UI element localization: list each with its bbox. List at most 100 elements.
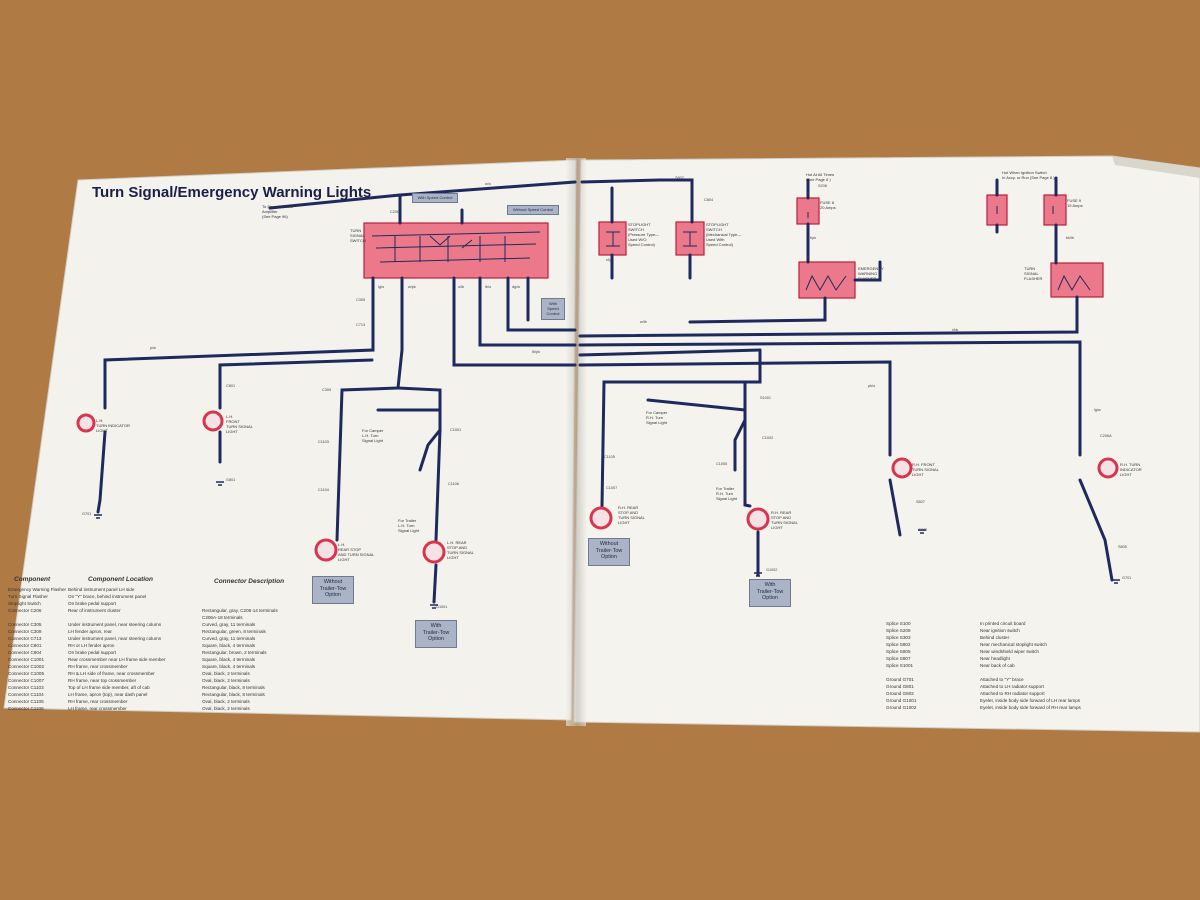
splice-location-cell: Near back of cab (980, 663, 1015, 668)
splice-location-cell: In printed circuit board (980, 621, 1026, 626)
location-cell: RH or LH fender apron (68, 643, 115, 648)
rh-rear-stop-tow-label: R.H. REAR STOP AND TURN SIGNAL LIGHT (771, 510, 798, 530)
component-cell: Connector C801 (8, 643, 42, 648)
splice-name-cell: Ground G1001 (886, 698, 917, 703)
location-header: Component Location (88, 576, 153, 583)
component-cell: Connector C1005 (8, 671, 45, 676)
component-header: Component (14, 576, 51, 583)
option-without-speed-control: Without Speed Control (507, 205, 559, 215)
to-speed-control-label: To Speed Control Amplifier (See Page 96) (262, 204, 293, 219)
rh-rear-stop-label: R.H. REAR STOP AND TURN SIGNAL LIGHT (618, 505, 645, 525)
lh-turn-indicator-label: L.H. TURN INDICATOR LIGHT (96, 418, 130, 433)
wire-label-1: p/w (150, 346, 156, 350)
connector-c1103-label: C1103 (318, 440, 329, 444)
wire-label-2: lg/o (378, 285, 385, 289)
ground-g802-symbol (918, 529, 926, 534)
location-cell: RH frame, rear crossmember (68, 664, 128, 669)
splice-s208-label: S208 (818, 184, 827, 188)
component-cell: Turn Signal Flasher (8, 594, 48, 599)
ground-g1002-label: G1002 (766, 568, 778, 572)
splice-location-cell: Behind cluster (980, 635, 1010, 640)
connector-cell: Rectangular, gray, C206-14 terminals (202, 608, 278, 613)
connector-cell (202, 586, 278, 593)
connector-c1002-label: C1002 (762, 436, 774, 440)
component-cell: Connector C1002 (8, 664, 45, 669)
splice-name-cell: Splice S802 (886, 642, 911, 647)
wire-label-4: o/lb (458, 285, 465, 289)
component-cell: Connector C309 (8, 629, 42, 634)
option-with-speed-control-top: With Speed Control (412, 193, 458, 203)
splice-name-cell: Ground G802 (886, 691, 914, 696)
connector-c713-label: C713 (356, 323, 366, 327)
splice-s807-label: S807 (916, 500, 925, 504)
ground-g802-label: G802 (918, 528, 928, 532)
fuse-8-label: FUSE 8 20 Amps (820, 200, 836, 210)
option-with-tow-rh: With Trailer-Tow Option (749, 579, 791, 607)
lh-rear-stop-tow-label: L.H. REAR STOP AND TURN SIGNAL LIGHT (447, 540, 474, 560)
stoplight-switch-2-label: STOPLIGHT SWITCH (Mechanical Type— Used … (706, 222, 742, 247)
component-cell: Connector C713 (8, 636, 42, 641)
wire-label-8: w/o (485, 182, 491, 186)
wiring (96, 176, 1114, 604)
rh-turn-indicator-label: R.H. TURN INDICATOR LIGHT (1120, 462, 1142, 477)
splice-name-cell (886, 669, 916, 676)
for-camper-rh-label: For Camper R.H. Turn Signal Light (646, 410, 668, 425)
splice-name-cell: Splice S303 (886, 635, 911, 640)
splice-location-column: In printed circuit board Near ignition s… (980, 620, 1081, 711)
location-cell: RH frame, near top crossmember (68, 678, 137, 683)
component-cell: Connector C1104 (8, 692, 44, 697)
lh-rear-stop-label: L.H. REAR STOP AND TURN SIGNAL LIGHT (338, 542, 375, 562)
location-cell (68, 614, 166, 621)
connector-c1007-label: C1007 (606, 486, 618, 490)
location-cell: On brake pedal support (68, 650, 117, 655)
for-trailer-rh-label: For Trailer R.H. Turn Signal Light (716, 486, 737, 501)
connector-cell: Oval, black, 2 terminals (202, 678, 250, 683)
ground-g701-left-symbol (94, 514, 102, 519)
wire-label-10: lb/pk (532, 350, 541, 354)
splice-name-cell: Splice S100 (886, 621, 911, 626)
connector-c1005-label: C1005 (716, 462, 728, 466)
wire-label-6: dg/w (512, 285, 521, 289)
turn-switch-label: TURN SIGNAL SWITCH (350, 228, 366, 243)
diagram-title: Turn Signal/Emergency Warning Lights (92, 184, 372, 201)
component-cell: Connector C1103 (8, 685, 44, 690)
connector-cell: Square, black, 4 terminals (202, 643, 256, 648)
splice-location-cell: Attached to RH radiator support (980, 691, 1045, 696)
location-column: Behind instrument panel LH side On "Y" b… (68, 586, 166, 712)
connector-c1104-label: C1104 (318, 488, 329, 492)
connector-c1106-label: C1106 (448, 482, 459, 486)
switch-internals (371, 206, 1091, 292)
hot-at-all-times-label: Hot At All Times (See Page 8 ) (806, 172, 835, 182)
component-cell: Connector C305 (8, 622, 42, 627)
connector-c305-label: C305 (356, 298, 366, 302)
connector-c1001-label: C1001 (450, 428, 462, 432)
component-cell: Connector C804 (8, 650, 42, 655)
ground-g1002-symbol (754, 572, 762, 577)
splice-name-cell: Splice S1001 (886, 663, 914, 668)
splice-name-cell: Splice S807 (886, 656, 911, 661)
splice-location-cell: Attached to "Y" brace (980, 677, 1024, 682)
wire-label-13: t/pk (810, 236, 817, 240)
connector-c309-label: C309 (322, 388, 332, 392)
wire-label-9: bk/lb (1066, 236, 1075, 240)
location-cell: LH fender apron, rear (68, 629, 112, 634)
splice-s802-label: S802 (675, 176, 684, 180)
emergency-flasher-label: EMERGENCY WARNING FLASHER (858, 266, 884, 281)
option-with-tow-lh: With Trailer-Tow Option (415, 620, 457, 648)
fuse-9-highlight (1043, 194, 1067, 226)
stoplight-switch-1-label: STOPLIGHT SWITCH (Pressure Type— Used W/… (628, 222, 660, 247)
ground-g1001-label: G1001 (436, 605, 448, 609)
turn-flasher-label: TURN SIGNAL FLASHER (1024, 266, 1043, 281)
wire-label-5: lb/o (485, 285, 492, 289)
component-cell: Connector C1106 (8, 706, 44, 711)
splice-name-cell: Ground G1002 (886, 705, 917, 710)
connector-cell: Square, black, 4 terminals (202, 657, 256, 662)
rh-turn-indicator-lamp (1097, 457, 1119, 479)
location-cell: RH & LH side of frame, near crossmember (68, 671, 155, 676)
component-cell: Connector C1105 (8, 699, 44, 704)
fuse-8-highlight (796, 197, 820, 225)
splice-name-cell: Ground G701 (886, 677, 914, 682)
connector-cell: Rectangular, black, 8 terminals (202, 685, 265, 690)
location-cell: Under instrument panel, near steering co… (68, 636, 162, 641)
